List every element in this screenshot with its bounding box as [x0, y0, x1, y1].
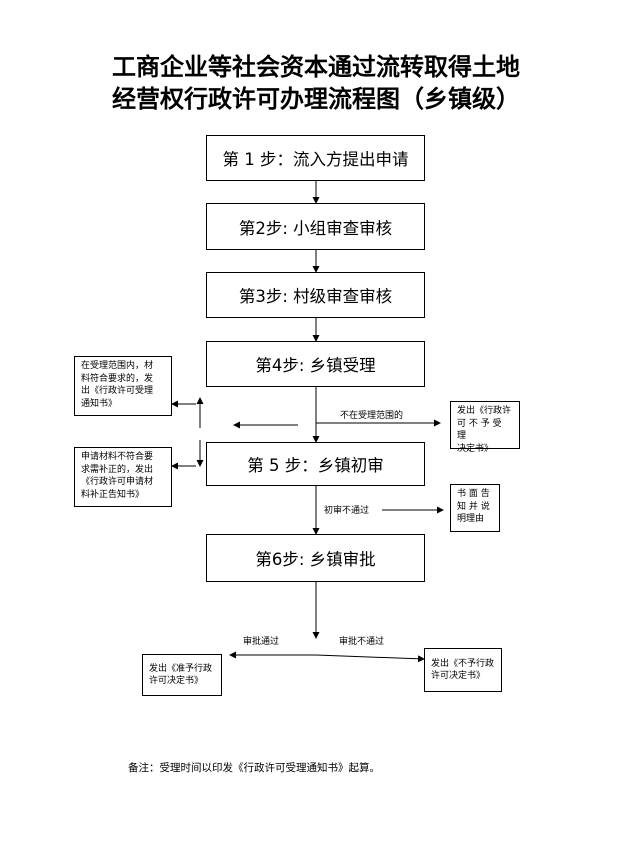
written-reason-line: 知 并 说 — [457, 501, 490, 512]
accept-notice-line: 在受理范围内，材 — [81, 361, 154, 371]
supplement-notice-line: 料补正告知书》 — [81, 489, 145, 500]
supplement-notice-line: 求需补正的，发出 — [81, 464, 154, 475]
no-accept-line: 决定书》 — [457, 443, 494, 454]
label-approved: 审批通过 — [243, 637, 280, 647]
title-line-1: 工商企业等社会资本通过流转取得土地 — [112, 52, 520, 81]
deny-decision-line: 发出《不予行政 — [431, 658, 495, 669]
label-out-of-scope: 不在受理范围的 — [340, 411, 404, 421]
accept-notice-line: 料符合要求的，发 — [81, 373, 154, 384]
no-accept-line: 可 不 予 受 理 — [457, 418, 502, 442]
written-reason-box: 书 面 告 知 并 说 明理由 — [450, 484, 500, 532]
label-prelim-fail: 初审不通过 — [324, 506, 370, 516]
step-3-box: 第3步: 村级审查审核 — [206, 272, 425, 318]
deny-decision-box: 发出《不予行政 许可决定书》 — [424, 648, 502, 692]
accept-notice-box: 在受理范围内，材 料符合要求的，发 出《行政许可受理 通知书》 — [74, 356, 172, 416]
deny-decision-line: 许可决定书》 — [431, 671, 486, 681]
accept-notice-line: 出《行政许可受理 — [81, 386, 154, 396]
step-4-box: 第4步: 乡镇受理 — [206, 341, 425, 387]
step-2-box: 第2步: 小组审查审核 — [206, 203, 425, 250]
approve-decision-box: 发出《准予行政 许可决定书》 — [142, 654, 222, 696]
no-accept-box: 发出《行政许 可 不 予 受 理 决定书》 — [450, 401, 520, 454]
label-not-approved: 审批不通过 — [339, 637, 385, 647]
step-6-box: 第6步: 乡镇审批 — [206, 534, 425, 582]
arrow-not-approved — [315, 654, 425, 663]
supplement-notice-box: 申请材料不符合要 求需补正的，发出 《行政许可申请材 料补正告知书》 — [74, 447, 172, 507]
approve-decision-line: 许可决定书》 — [149, 676, 204, 686]
accept-notice-line: 通知书》 — [81, 398, 118, 409]
supplement-notice-line: 《行政许可申请材 — [81, 477, 154, 487]
written-reason-line: 明理由 — [457, 514, 485, 524]
title-line-2: 经营权行政许可办理流程图（乡镇级） — [112, 84, 520, 113]
written-reason-line: 书 面 告 — [457, 489, 490, 499]
step-1-box: 第 1 步：流入方提出申请 — [206, 135, 425, 181]
step-5-box: 第 5 步：乡镇初审 — [206, 442, 425, 486]
no-accept-line: 发出《行政许 — [457, 406, 512, 416]
approve-decision-line: 发出《准予行政 — [149, 663, 213, 674]
footer-note: 备注：受理时间以印发《行政许可受理通知书》起算。 — [128, 762, 380, 774]
supplement-notice-line: 申请材料不符合要 — [81, 452, 154, 462]
